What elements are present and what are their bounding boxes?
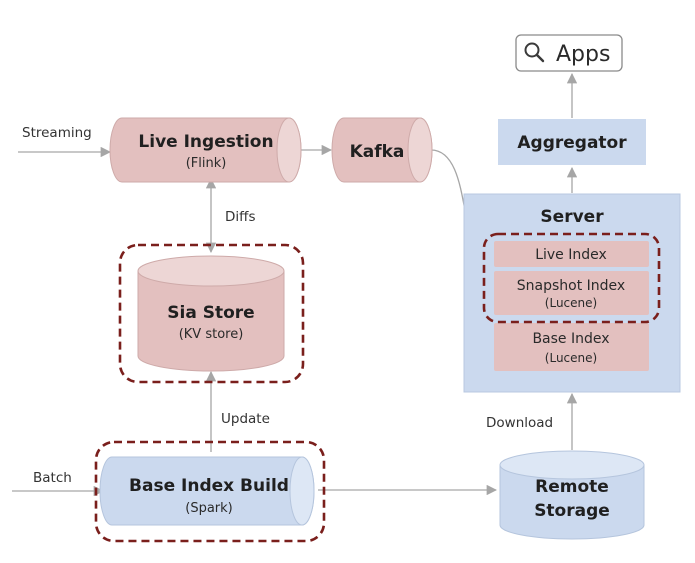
live-ingestion-node[interactable]: Live Ingestion (Flink) — [109, 117, 302, 183]
edge-label-streaming: Streaming — [22, 125, 92, 141]
edge-label-update: Update — [221, 411, 270, 427]
magnifier-icon — [524, 42, 545, 63]
remote-storage-node[interactable]: Remote Storage — [499, 450, 645, 540]
server-label: Server — [540, 207, 604, 227]
aggregator-label: Aggregator — [517, 133, 627, 153]
kafka-node[interactable]: Kafka — [331, 117, 433, 183]
sia-store-sublabel: (KV store) — [179, 327, 244, 342]
snapshot-index-box[interactable] — [494, 271, 649, 315]
edge-label-download: Download — [486, 415, 553, 431]
server-index-group-border — [482, 232, 661, 324]
live-ingestion-sublabel: (Flink) — [186, 156, 227, 171]
kafka-label: Kafka — [350, 142, 405, 162]
apps-node[interactable]: Apps — [515, 34, 623, 72]
sia-store-label: Sia Store — [167, 303, 254, 323]
remote-storage-label-line2: Storage — [534, 501, 610, 521]
aggregator-node[interactable]: Aggregator — [498, 119, 646, 165]
live-index-box[interactable] — [494, 241, 649, 267]
remote-storage-label-line1: Remote — [535, 477, 609, 497]
live-ingestion-label: Live Ingestion — [138, 132, 273, 152]
apps-label: Apps — [556, 42, 610, 67]
base-index-build-group-border — [94, 440, 326, 543]
snapshot-index-label: Snapshot Index — [517, 278, 625, 294]
server-node[interactable]: Server Live Index Snapshot Index (Lucene… — [463, 193, 681, 393]
base-index-build-label: Base Index Build — [129, 476, 289, 496]
base-index-sublabel: (Lucene) — [545, 351, 597, 365]
edge-label-batch: Batch — [33, 470, 72, 486]
base-index-label: Base Index — [532, 331, 609, 347]
base-index-box[interactable] — [494, 323, 649, 371]
sia-store-group-border — [118, 243, 305, 384]
base-index-build-node[interactable]: Base Index Build (Spark) — [99, 456, 315, 526]
edge-label-diffs: Diffs — [225, 209, 255, 225]
snapshot-index-sublabel: (Lucene) — [545, 296, 597, 310]
base-index-build-sublabel: (Spark) — [185, 501, 233, 516]
live-index-label: Live Index — [535, 247, 607, 263]
sia-store-node[interactable]: Sia Store (KV store) — [137, 255, 285, 372]
